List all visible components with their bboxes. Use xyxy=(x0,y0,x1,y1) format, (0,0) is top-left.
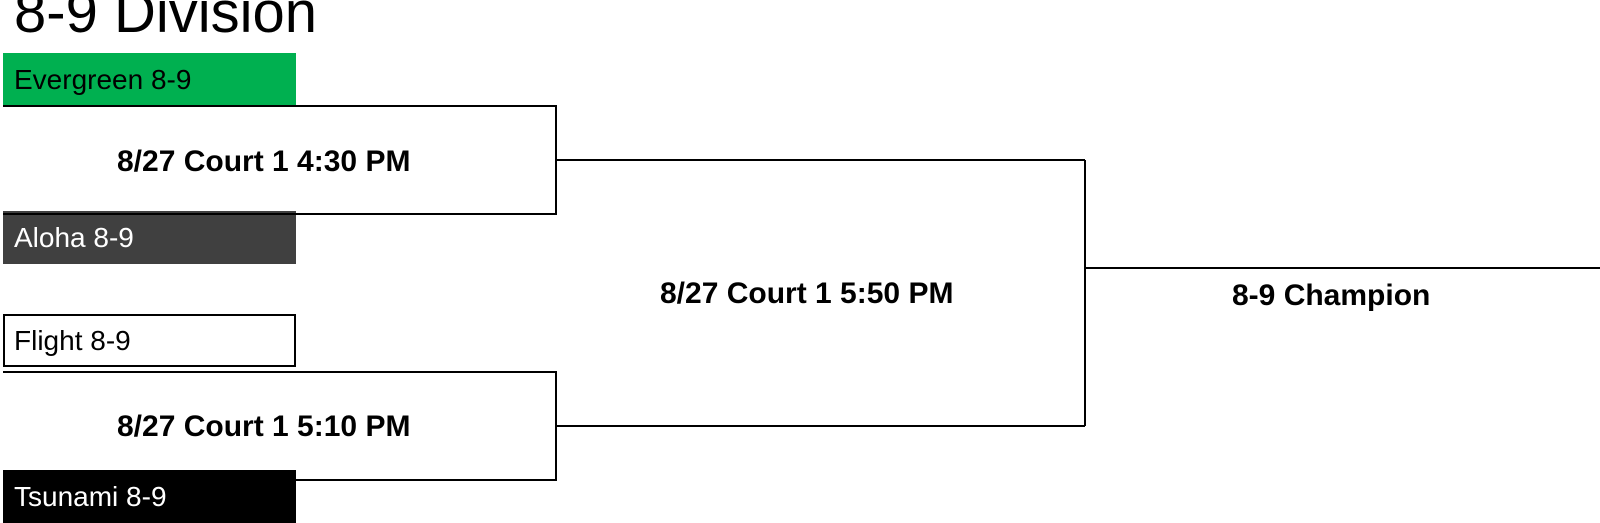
division-title: 8-9 Division xyxy=(14,0,317,45)
bracket-lines xyxy=(3,105,1600,481)
final-game-label: 8/27 Court 1 5:50 PM xyxy=(660,277,954,310)
game-2-label: 8/27 Court 1 5:10 PM xyxy=(117,410,411,443)
game-1-label: 8/27 Court 1 4:30 PM xyxy=(117,145,411,178)
team-slot-flight: Flight 8-9 xyxy=(3,314,296,367)
team-slot-aloha: Aloha 8-9 xyxy=(3,211,296,264)
team-slot-evergreen: Evergreen 8-9 xyxy=(3,53,296,106)
champion-label: 8-9 Champion xyxy=(1232,279,1431,312)
